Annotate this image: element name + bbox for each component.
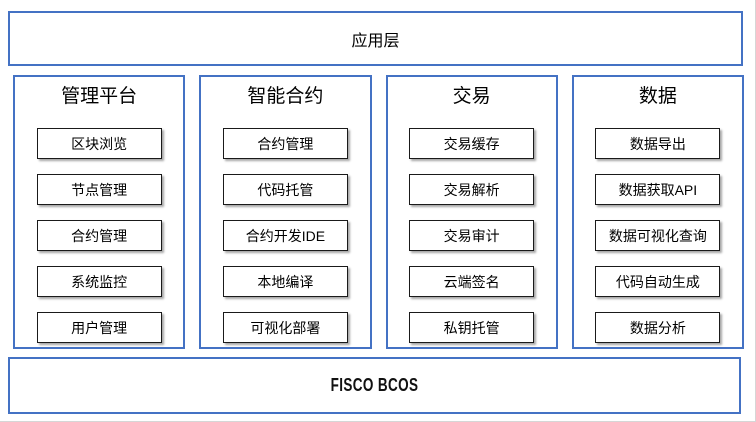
- module-box: 数据导出: [595, 128, 721, 159]
- column-title: 管理平台: [61, 86, 138, 107]
- column-title: 智能合约: [247, 86, 324, 107]
- module-box: 合约管理: [36, 220, 162, 251]
- module-box: 数据分析: [595, 312, 721, 343]
- module-box: 节点管理: [36, 174, 162, 205]
- module-box: 合约开发IDE: [222, 220, 348, 251]
- column-title: 数据: [638, 86, 677, 107]
- module-box: 代码自动生成: [595, 266, 721, 297]
- column-title: 交易: [452, 86, 491, 107]
- module-box: 交易审计: [409, 220, 535, 251]
- module-box: 用户管理: [36, 312, 162, 343]
- module-box: 系统监控: [36, 266, 162, 297]
- column-management-platform: 管理平台 区块浏览 节点管理 合约管理 系统监控 用户管理: [13, 75, 186, 349]
- module-box: 区块浏览: [36, 128, 162, 159]
- column-data: 数据 数据导出 数据获取API 数据可视化查询 代码自动生成 数据分析: [571, 75, 744, 349]
- column-smart-contract: 智能合约 合约管理 代码托管 合约开发IDE 本地编译 可视化部署: [199, 75, 372, 349]
- fisco-bcos-label: FISCO BCOS: [330, 375, 419, 395]
- module-box: 数据可视化查询: [595, 220, 721, 251]
- module-box: 交易缓存: [409, 128, 535, 159]
- module-box: 私钥托管: [409, 312, 535, 343]
- module-box: 交易解析: [409, 174, 535, 205]
- module-box: 代码托管: [222, 174, 348, 205]
- module-box: 本地编译: [222, 266, 348, 297]
- module-box: 合约管理: [222, 128, 348, 159]
- application-layer-bar: 应用层: [8, 11, 743, 66]
- module-box: 可视化部署: [222, 312, 348, 343]
- module-box: 数据获取API: [595, 174, 721, 205]
- column-transaction: 交易 交易缓存 交易解析 交易审计 云端签名 私钥托管: [385, 75, 558, 349]
- application-layer-label: 应用层: [351, 32, 400, 50]
- module-box: 云端签名: [409, 266, 535, 297]
- module-columns: 管理平台 区块浏览 节点管理 合约管理 系统监控 用户管理 智能合约 合约管理 …: [13, 75, 744, 349]
- fisco-bcos-bar: FISCO BCOS: [8, 357, 741, 414]
